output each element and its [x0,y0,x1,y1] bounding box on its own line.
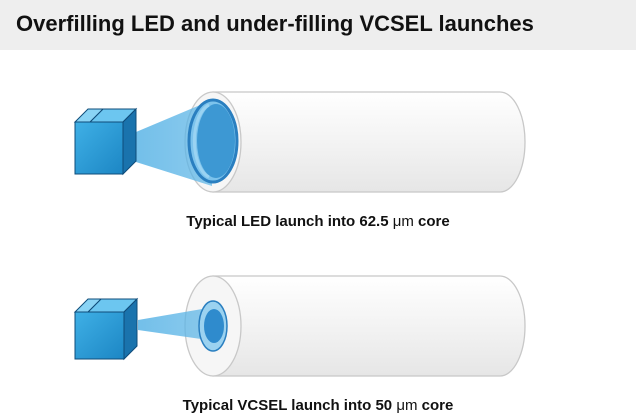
led-panel [73,91,526,193]
fiber-core-50 [198,300,228,352]
fiber-cylinder [184,275,526,377]
vcsel-beam-cone [138,308,208,340]
page-title: Overfilling LED and under-filling VCSEL … [16,11,534,36]
title-bar: Overfilling LED and under-filling VCSEL … [0,0,636,50]
vcsel-panel [73,275,526,377]
led-cube-icon [73,107,138,176]
led-caption: Typical LED launch into 62.5 μm core [186,213,450,230]
vcsel-cube-icon [73,297,139,361]
fiber-core-62-5 [187,98,239,184]
launch-diagram [73,91,526,377]
vcsel-caption: Typical VCSEL launch into 50 μm core [182,397,454,414]
